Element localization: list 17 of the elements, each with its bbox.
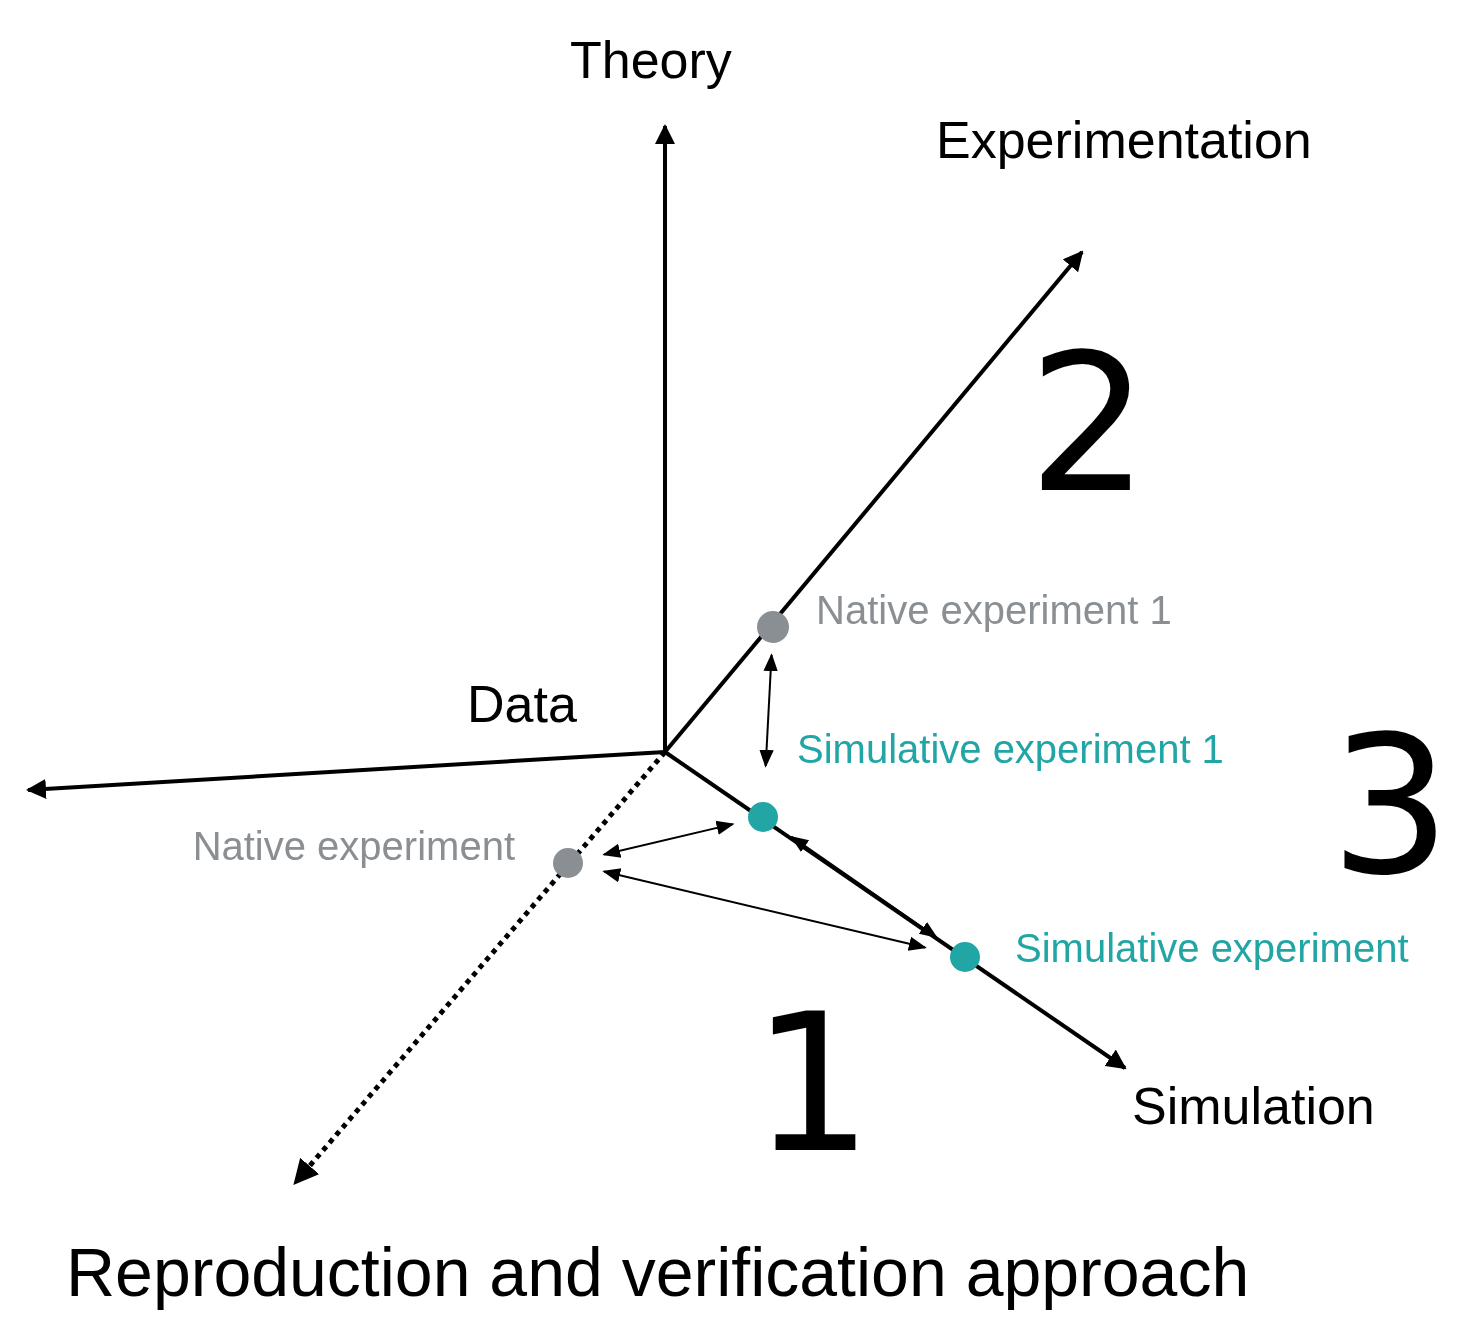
region-number: 1 [752, 990, 873, 1180]
region-number: 2 [1028, 330, 1149, 520]
double-arrow [602, 820, 735, 858]
axis-label: Simulation [1132, 1080, 1375, 1132]
axis-label: Data [467, 678, 577, 730]
point-dot [950, 942, 980, 972]
double-arrow [759, 653, 778, 768]
point-label: Native experiment [192, 826, 515, 866]
point-dot [748, 802, 778, 832]
double-arrow [790, 835, 938, 939]
double-arrow [602, 868, 927, 951]
region-number: 3 [1330, 712, 1451, 902]
point-label: Simulative experiment 1 [797, 729, 1224, 769]
point-dot [553, 848, 583, 878]
point-label: Native experiment 1 [816, 590, 1172, 630]
point-dot [757, 611, 789, 643]
point-label: Simulative experiment [1015, 928, 1409, 968]
